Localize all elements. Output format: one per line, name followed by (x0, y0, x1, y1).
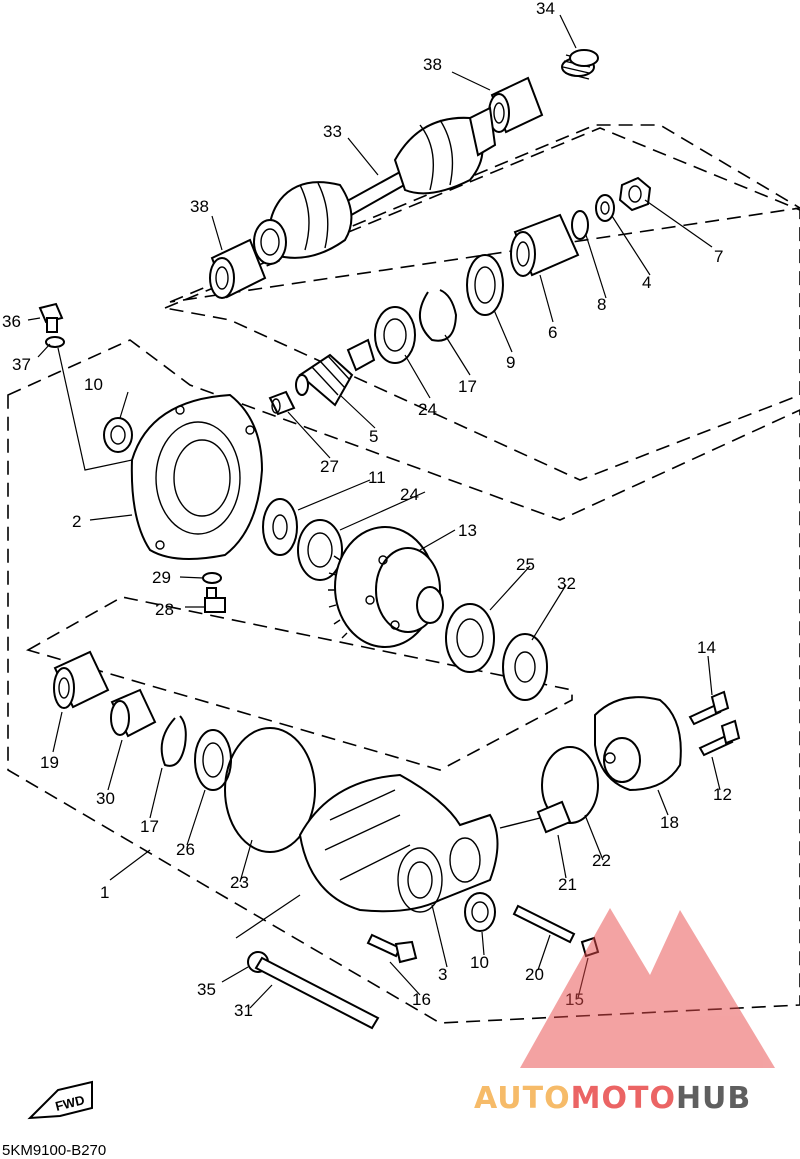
bearing-part-38-upper (488, 76, 544, 134)
label-part-33: 37 (12, 355, 31, 374)
label-part-30: 30 (96, 789, 115, 808)
washer-part-29 (202, 572, 222, 584)
drive-shaft-part-36 (253, 106, 497, 265)
label-part-10-lower: 10 (470, 953, 489, 972)
label-part-10-upper: 10 (84, 375, 103, 394)
label-part-37: 34 (536, 0, 555, 18)
main-group-outline (7, 339, 800, 1024)
forward-label: FWD (54, 1092, 86, 1114)
bearing-part-27 (268, 390, 296, 416)
watermark-logo: AUTOMOTOHUB (474, 908, 775, 1116)
label-part-9: 9 (506, 353, 515, 372)
bolt-part-16 (366, 933, 418, 964)
label-part-38-upper: 38 (423, 55, 442, 74)
shim-part-31 (502, 633, 548, 701)
bolt-part-28 (204, 587, 226, 613)
ring-gear-part-13 (328, 526, 444, 648)
label-part-13: 13 (458, 521, 477, 540)
circlip-part-17-lower (160, 715, 187, 767)
upper-group-outline (162, 127, 800, 481)
pinion-gear-part-5 (295, 338, 376, 407)
label-part-36: 33 (323, 122, 342, 141)
bearing-part-24-upper (374, 306, 416, 364)
label-part-14: 14 (697, 638, 716, 657)
label-part-11: 11 (368, 468, 386, 487)
label-part-19: 18 (660, 813, 679, 832)
o-ring-part-23 (224, 727, 316, 853)
label-part-28: 28 (155, 600, 174, 619)
differential-group-outline (25, 596, 573, 771)
bolt-part-32 (38, 302, 64, 333)
label-part-32: 36 (2, 312, 21, 331)
bearing-part-25 (445, 603, 495, 673)
nut-part-7 (618, 176, 652, 212)
gear-case-part-3 (298, 773, 499, 913)
label-part-29: 29 (152, 568, 171, 587)
label-part-20: 19 (40, 753, 59, 772)
sleeve-part-30 (110, 688, 157, 738)
watermark-text-auto: AUTO (474, 1081, 571, 1116)
bolt-part-12 (698, 719, 741, 757)
seal-part-10-lower (464, 892, 496, 932)
label-part-21: 21 (558, 875, 577, 894)
motor-part-19 (594, 696, 682, 792)
label-part-24-lower: 24 (400, 485, 419, 504)
forward-arrow-icon: FWD (27, 1080, 93, 1120)
seal-part-10-upper (103, 417, 133, 453)
spring-part-37 (561, 49, 599, 80)
label-part-34: 31 (234, 1001, 253, 1020)
label-part-22: 22 (592, 851, 611, 870)
o-ring-part-8 (571, 210, 589, 240)
watermark-text-moto: MOTO (571, 1081, 676, 1116)
label-part-3: 3 (438, 965, 447, 984)
label-part-2: 2 (72, 512, 81, 531)
label-part-17-lower: 17 (140, 817, 159, 836)
bearing-part-38-lower (209, 238, 267, 299)
bearing-part-24-lower (297, 519, 343, 581)
washer-part-33 (45, 336, 65, 348)
label-part-16: 16 (412, 990, 431, 1009)
label-part-12: 12 (713, 785, 732, 804)
label-part-38-lower: 38 (190, 197, 209, 216)
label-part-1: 1 (100, 883, 109, 902)
label-part-18: 20 (525, 965, 544, 984)
label-part-26: 26 (176, 840, 195, 859)
diagram-part-code: 5KM9100-B270 (2, 1142, 106, 1159)
watermark-text: AUTOMOTOHUB (474, 1081, 751, 1116)
sleeve-part-20 (53, 650, 110, 709)
label-part-24-upper: 24 (418, 400, 437, 419)
sensor-part-21 (499, 800, 572, 834)
washer-part-4 (595, 194, 615, 222)
watermark-text-hub: HUB (676, 1081, 751, 1116)
shim-part-11 (262, 498, 298, 556)
label-part-27: 27 (320, 457, 339, 476)
housing-cover-part-2 (130, 393, 264, 560)
label-part-23: 23 (230, 873, 249, 892)
bolt-part-14 (688, 690, 730, 726)
label-part-25: 25 (516, 555, 535, 574)
label-part-7: 7 (714, 247, 723, 266)
pin-part-34 (254, 956, 380, 1030)
leader-lines (27, 14, 721, 1009)
bearing-part-9 (466, 254, 504, 316)
part-number-labels: 34 38 33 38 7 4 8 6 9 17 24 5 27 36 37 1… (2, 0, 732, 1020)
label-part-35: 35 (197, 980, 216, 999)
label-part-4: 4 (642, 273, 651, 292)
watermark-triangle-icon (520, 908, 775, 1068)
label-part-17-upper: 17 (458, 377, 477, 396)
pin-part-18 (512, 904, 576, 944)
label-part-5: 5 (369, 427, 378, 446)
label-part-31: 32 (557, 574, 576, 593)
label-part-6: 6 (548, 323, 557, 342)
label-part-8: 8 (597, 295, 606, 314)
coupling-part-6 (510, 213, 580, 277)
circlip-part-17-upper (419, 289, 458, 342)
